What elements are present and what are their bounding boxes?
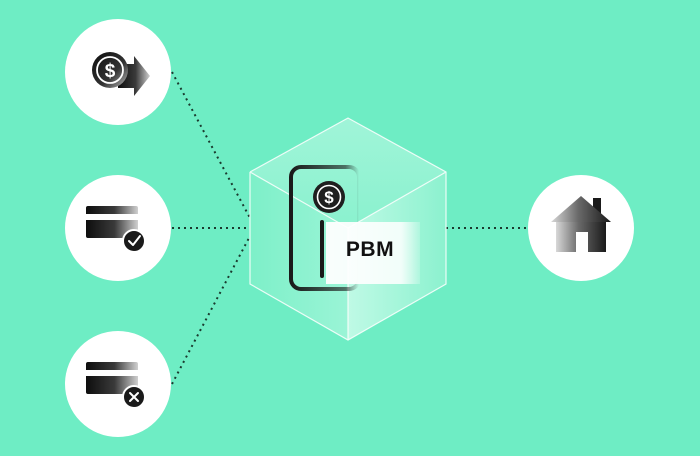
house-icon <box>551 196 611 252</box>
phone-dollar-coin-icon: $ <box>313 181 345 213</box>
card-check-icon <box>86 206 146 253</box>
card-cross-icon <box>86 362 146 409</box>
connector-card-rejected <box>171 235 251 385</box>
dollar-coin-arrow-icon: $ <box>92 52 150 96</box>
connector-payment-transfer <box>171 71 251 219</box>
node-home <box>528 175 634 281</box>
svg-text:$: $ <box>324 188 334 207</box>
pbm-cube: $ <box>249 117 447 341</box>
node-payment-transfer: $ <box>65 19 171 125</box>
svg-text:$: $ <box>105 61 116 82</box>
pbm-label-panel <box>326 222 420 284</box>
pbm-label: PBM <box>345 238 395 261</box>
node-card-rejected <box>65 331 171 437</box>
node-card-approved <box>65 175 171 281</box>
connectors <box>171 71 528 385</box>
